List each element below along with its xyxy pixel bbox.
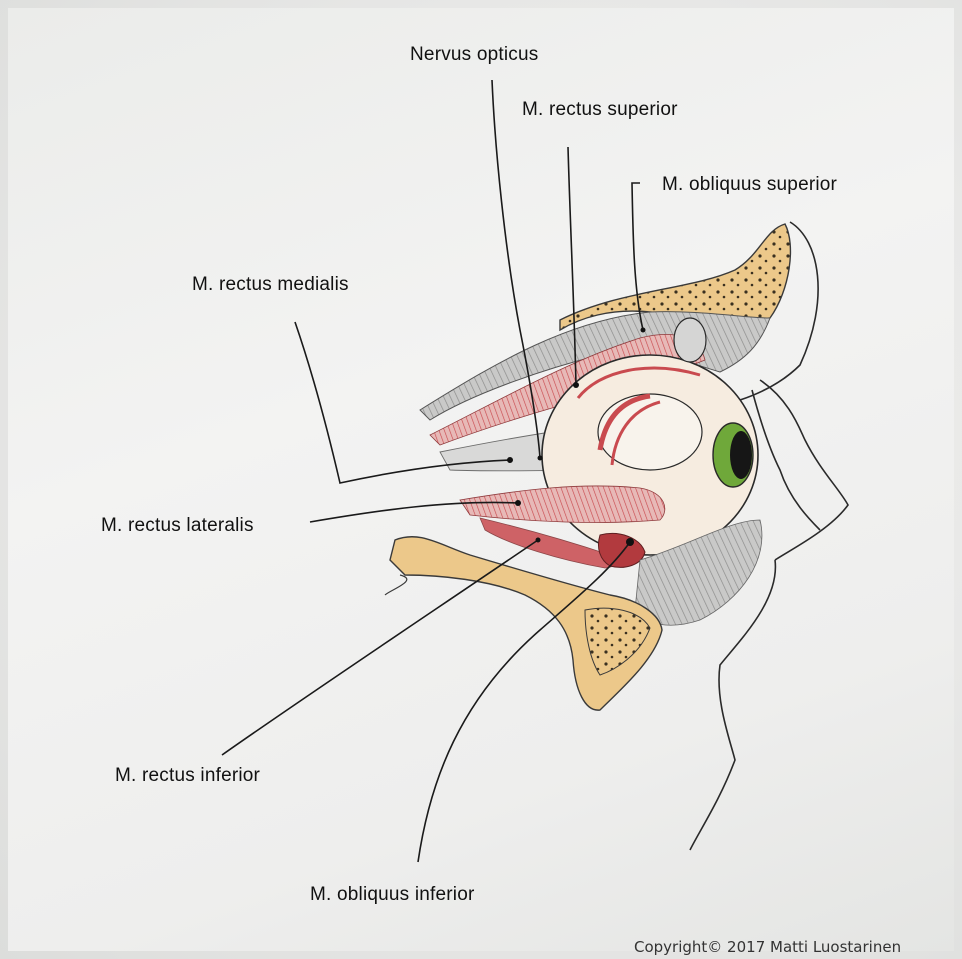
label-rectus-medialis: M. rectus medialis: [192, 274, 349, 296]
label-rectus-lateralis: M. rectus lateralis: [101, 515, 254, 537]
label-obliquus-inferior: M. obliquus inferior: [310, 884, 475, 906]
label-rectus-superior: M. rectus superior: [522, 99, 678, 121]
pupil-icon: [730, 431, 752, 479]
label-obliquus-superior: M. obliquus superior: [662, 174, 837, 196]
rectus-lateralis-muscle: [460, 486, 665, 523]
label-nervus-opticus: Nervus opticus: [410, 44, 538, 66]
copyright-notice: Copyright© 2017 Matti Luostarinen: [634, 938, 901, 956]
label-rectus-inferior: M. rectus inferior: [115, 765, 260, 787]
